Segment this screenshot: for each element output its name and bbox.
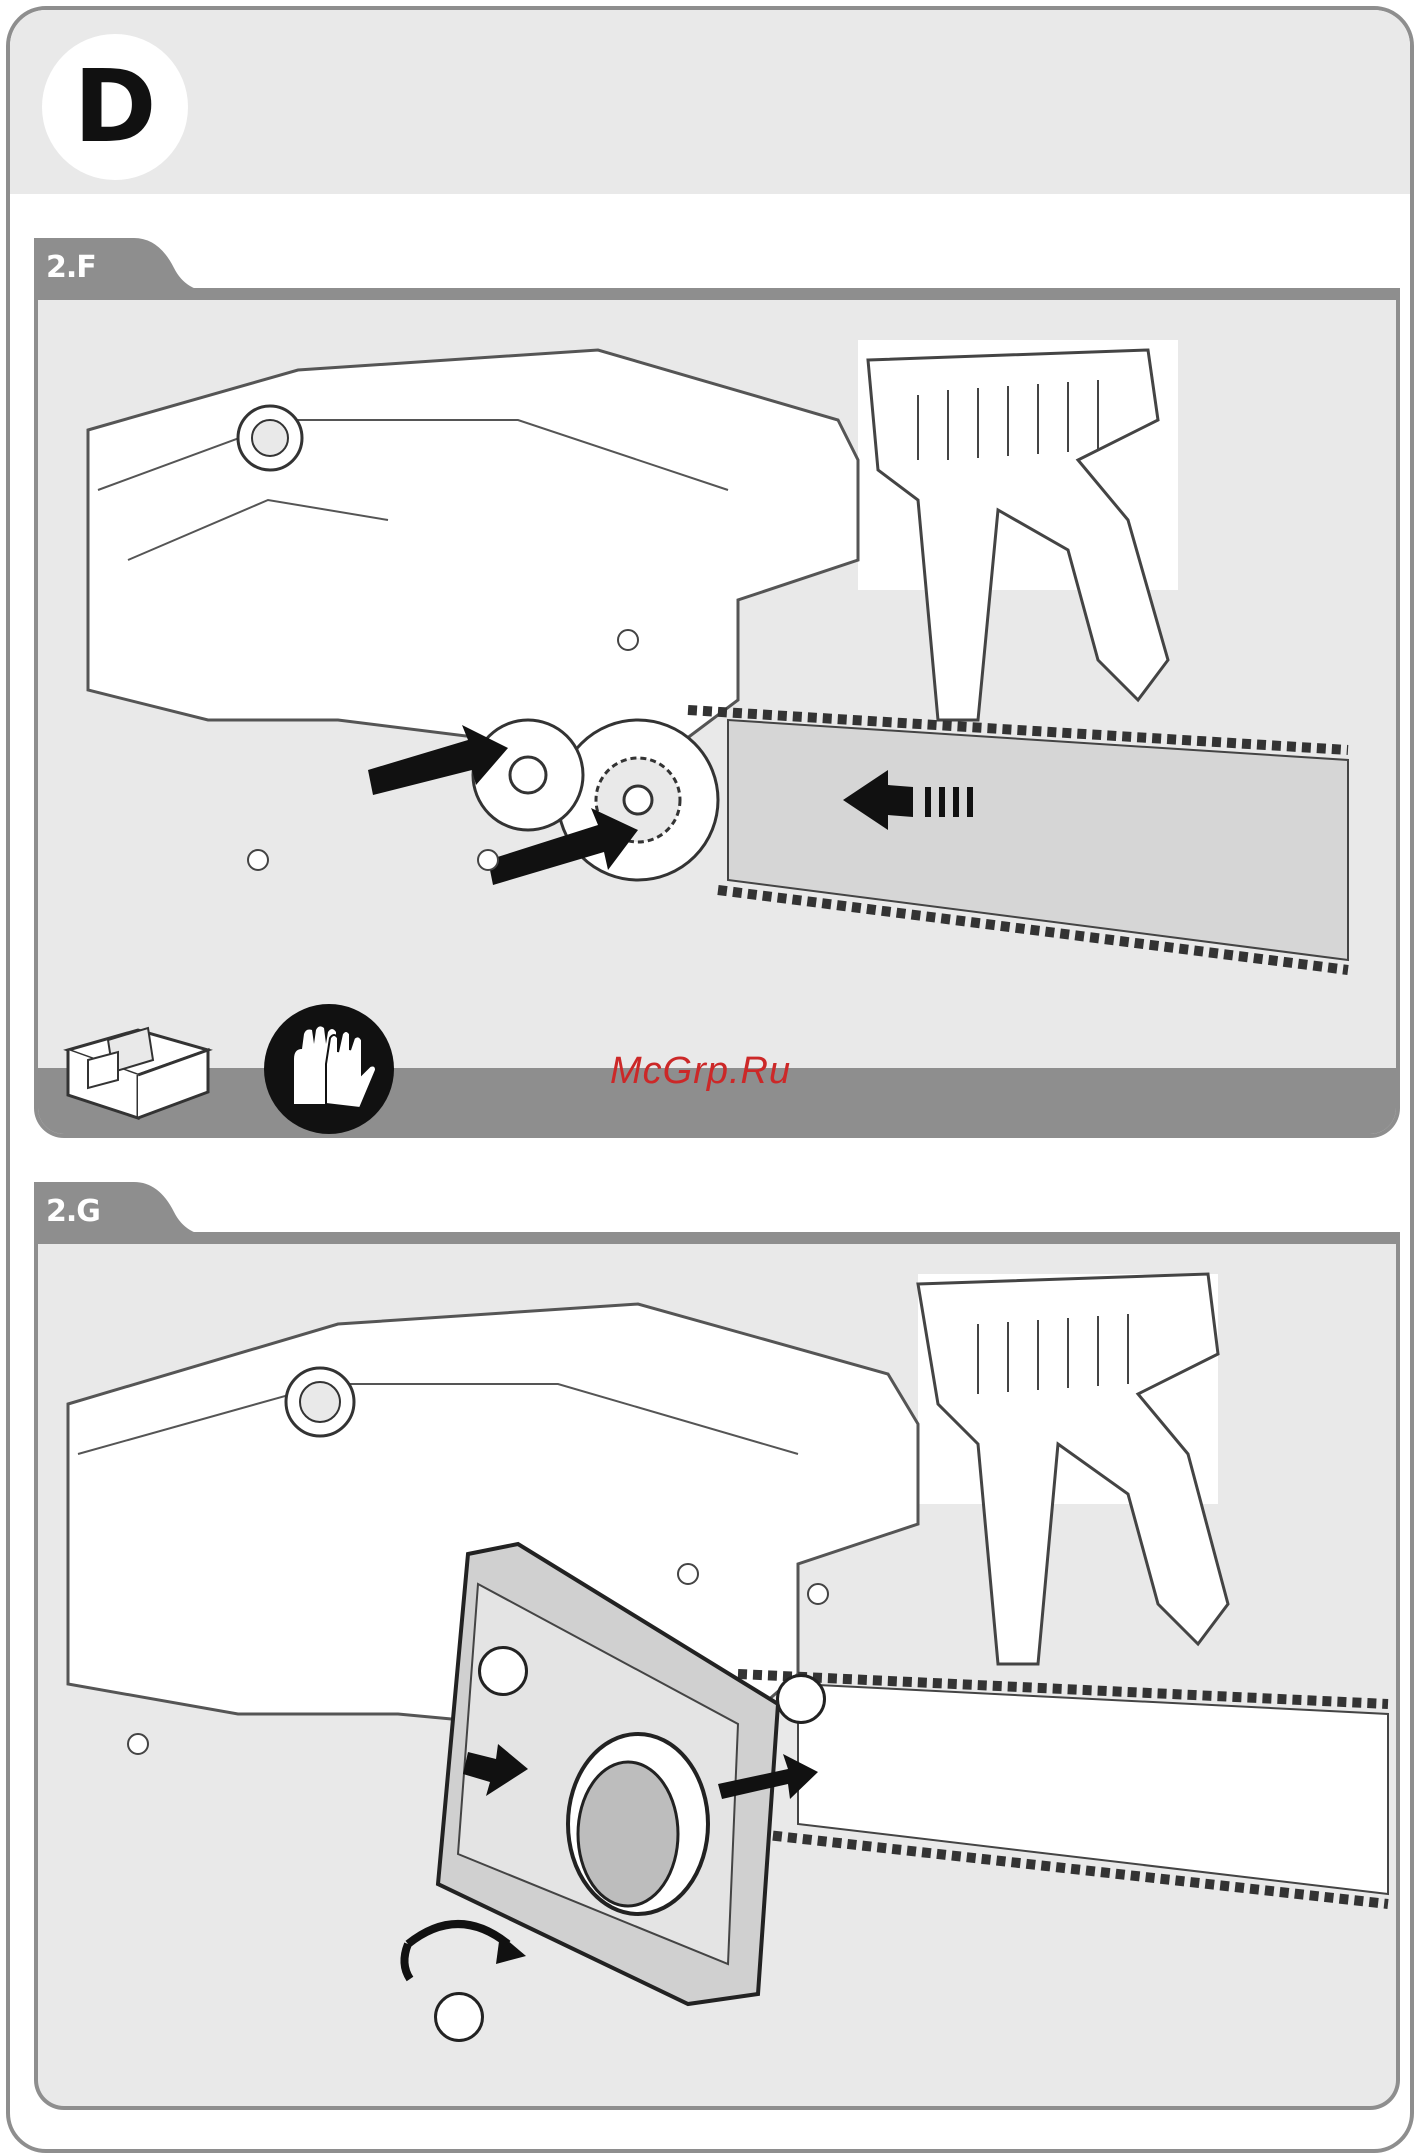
step-2g: 2.G bbox=[34, 1182, 1400, 2116]
header-band bbox=[10, 10, 1410, 194]
step-label: 2.G bbox=[46, 1194, 100, 1229]
step-panel bbox=[34, 1232, 1400, 2110]
chainsaw-cover-illustration bbox=[38, 1244, 1396, 2106]
section-badge: D bbox=[42, 34, 188, 180]
watermark: McGrp.Ru bbox=[610, 1050, 791, 1093]
step-panel bbox=[34, 288, 1400, 1138]
step-tab: 2.G bbox=[34, 1182, 214, 1236]
callout-circle-2 bbox=[776, 1674, 826, 1724]
gloves-icon bbox=[264, 1004, 394, 1134]
section-letter: D bbox=[73, 57, 156, 157]
workbench-icon bbox=[58, 1000, 218, 1120]
callout-circle-3 bbox=[434, 1992, 484, 2042]
step-label: 2.F bbox=[46, 250, 96, 285]
step-tab: 2.F bbox=[34, 238, 214, 292]
callout-circle-1 bbox=[478, 1646, 528, 1696]
step-2f: 2.F bbox=[34, 238, 1400, 1158]
chainsaw-chain-illustration bbox=[38, 300, 1396, 1134]
